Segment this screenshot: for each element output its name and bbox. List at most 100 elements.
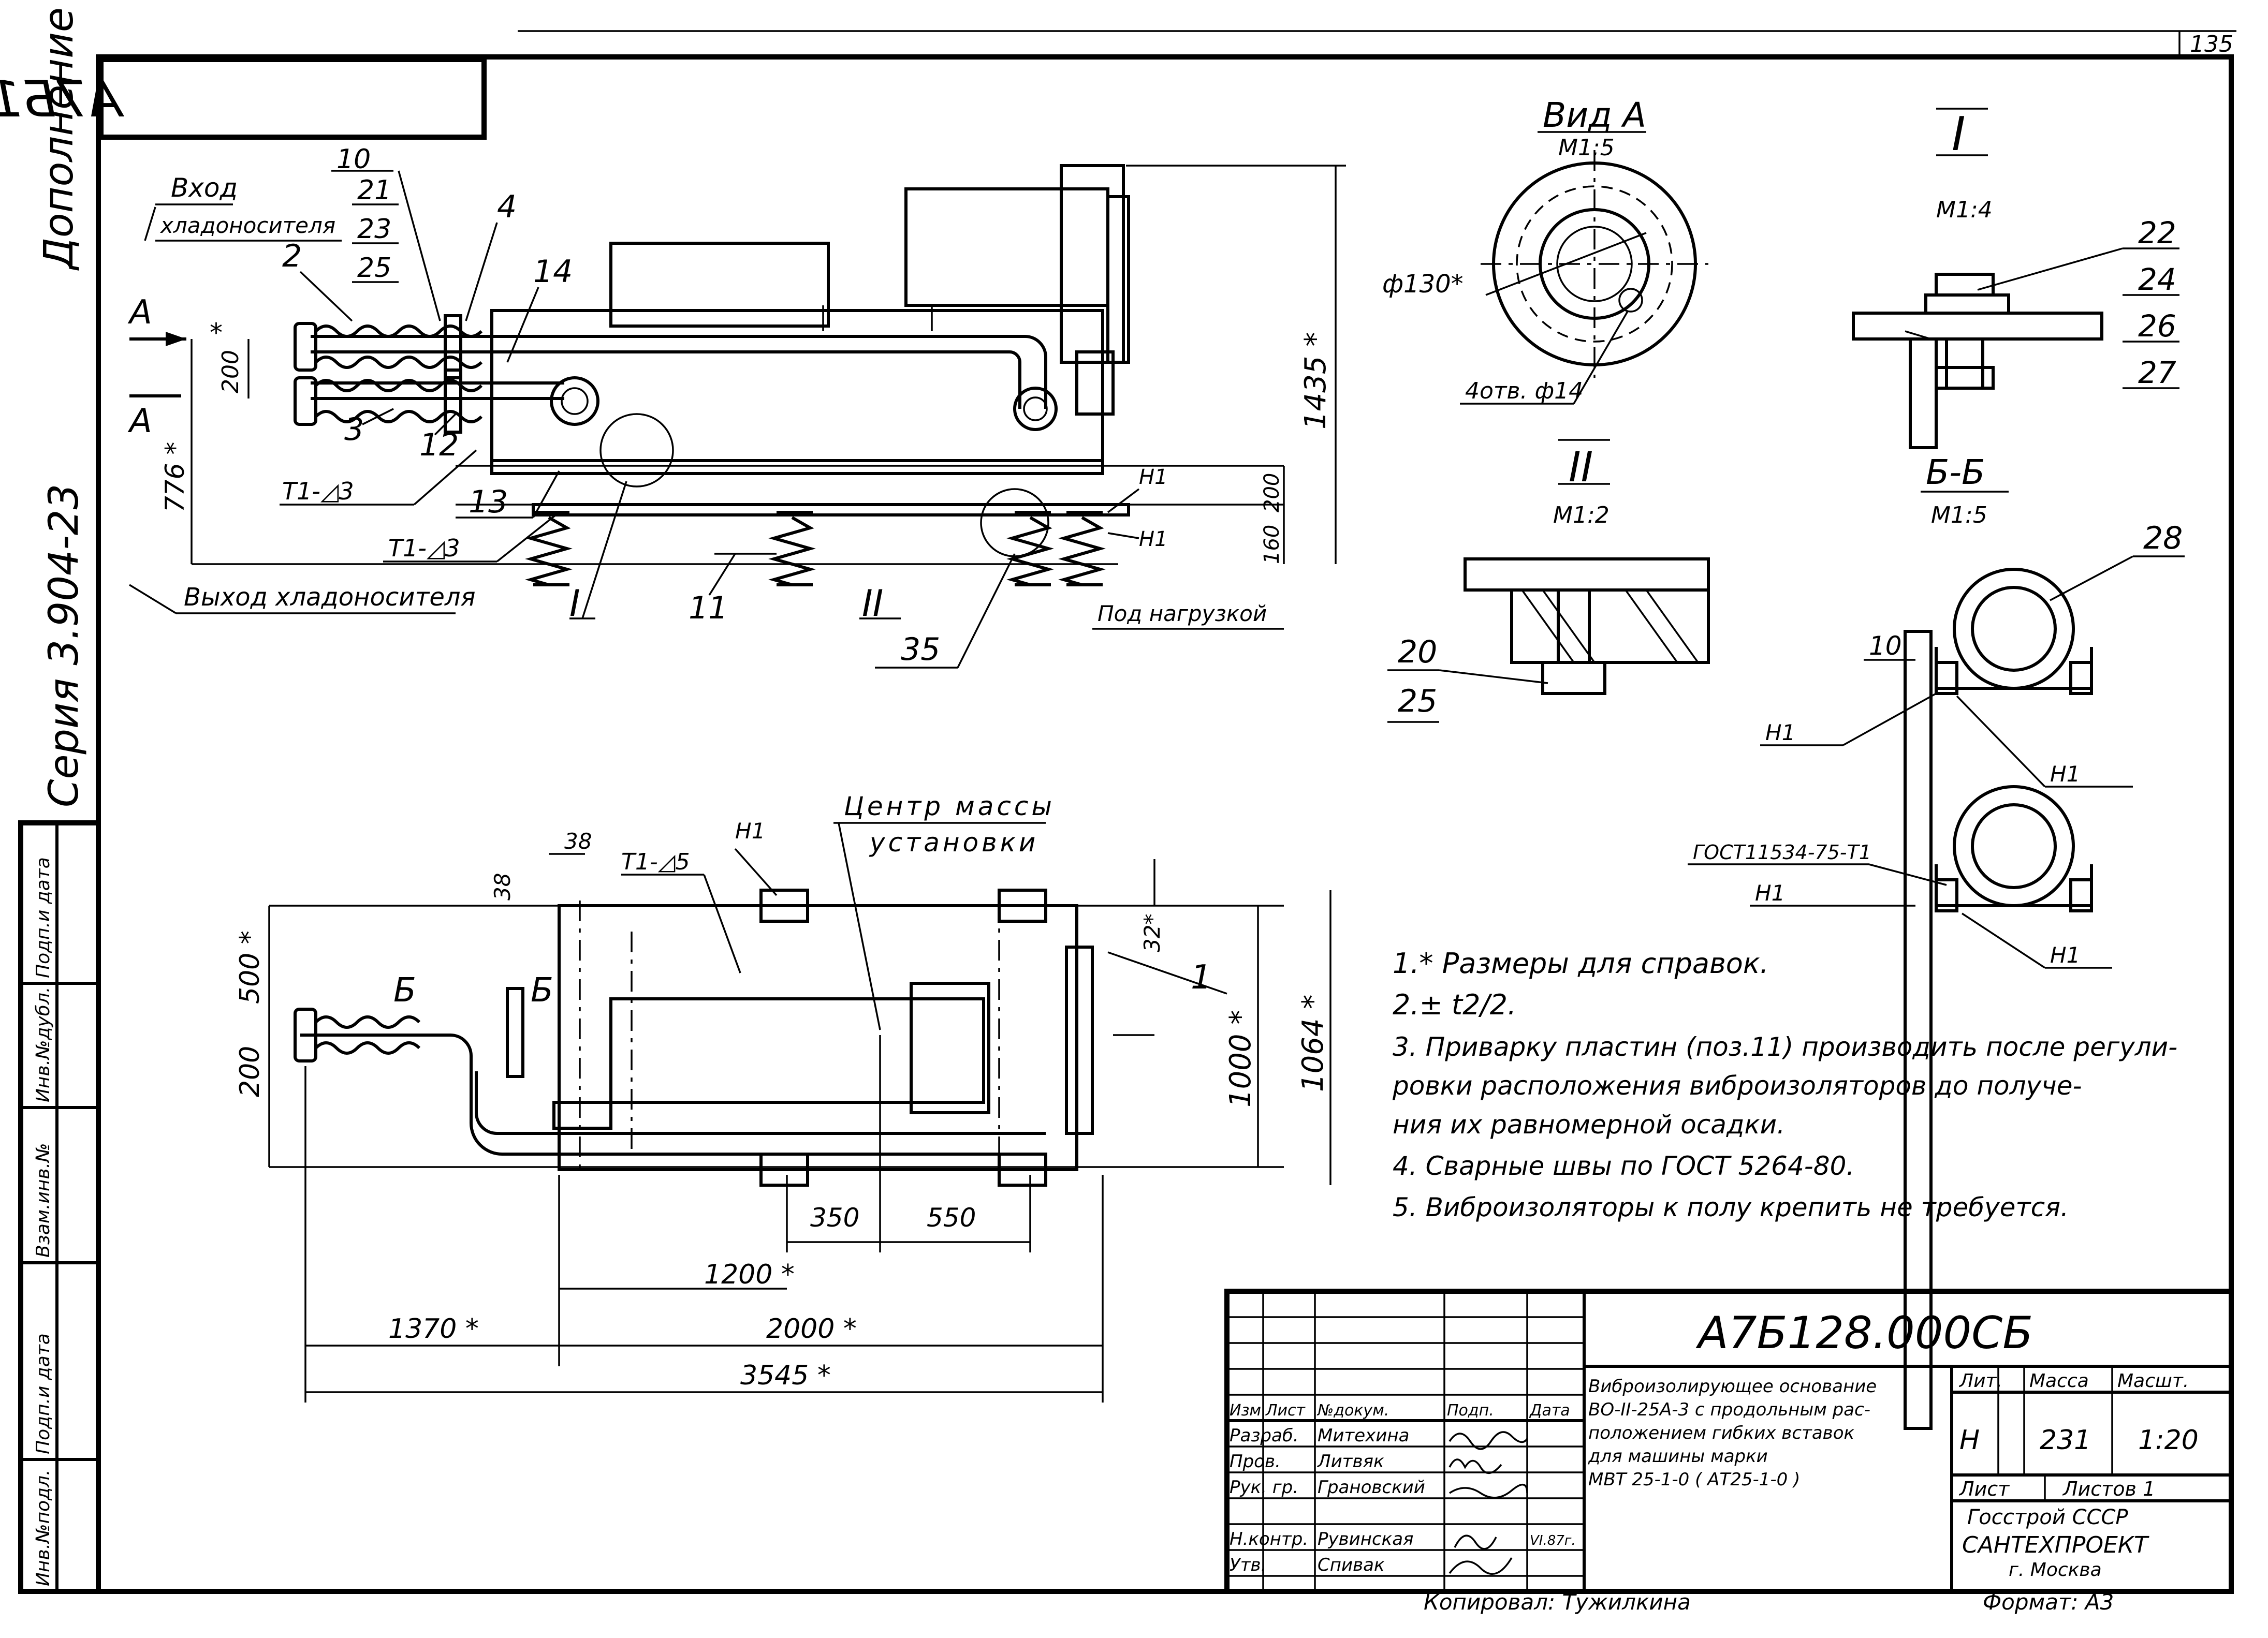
dim-500: 500 * (235, 931, 266, 1004)
pos-3: 3 (344, 411, 364, 448)
tb-name-line-2: ВО-II-25А-3 с продольным рас- (1588, 1399, 1870, 1420)
signature-3 (1449, 1484, 1528, 1499)
base-plate-upper (490, 459, 1104, 475)
center-mass-label: Центр массы (844, 791, 1055, 821)
tb-name-6: Спивак (1318, 1555, 1385, 1575)
detail-i-pos-26: 26 (2138, 308, 2176, 344)
view-a: Вид А М1:5 ф130* 4отв. ф14 (1382, 95, 1708, 405)
detail-ii: II М1:2 20 25 (1387, 439, 1710, 723)
section-b-b: Б-Б М1:5 28 10 Н1 Н1 ГОСТ11534-75-Т1 Н1 … (1688, 452, 2185, 1430)
upper-pipe (311, 335, 1047, 409)
section-b-mark-2: Б (531, 971, 553, 1010)
plan-pos-1: 1 (1191, 958, 1212, 997)
view-a-title: Вид А (1543, 95, 1646, 135)
h1-mark-1: Н1 (1139, 465, 1168, 489)
tb-sheets: Листов 1 (2062, 1478, 2155, 1500)
tb-copied: Копировал: Тужилкина (1424, 1589, 1691, 1615)
dim-550: 550 (927, 1203, 976, 1233)
signature-5 (1454, 1534, 1497, 1550)
view-a-holes: 4отв. ф14 (1465, 378, 1583, 404)
tb-role-2: Пров. (1230, 1451, 1281, 1472)
tb-name-3: Грановский (1318, 1477, 1425, 1498)
section-bb-scale: М1:5 (1931, 502, 1987, 528)
motor-cover (609, 242, 830, 328)
tb-sheet: Лист (1958, 1478, 2010, 1500)
side-box-3: Взам.инв.№ (33, 1143, 54, 1258)
dim-200-base: 200 (1260, 473, 1284, 512)
pos-13: 13 (469, 484, 508, 520)
outlet-label: Выход хладоносителя (184, 583, 475, 612)
side-box-4: Подп.и дата (33, 1333, 54, 1454)
dim-2000: 2000 * (766, 1314, 857, 1345)
weld-mark-2: Т1-◿3 (388, 534, 460, 562)
side-box-5: Инв.№подл. (33, 1470, 54, 1586)
mirrored-code-box (98, 57, 487, 140)
pos-35: 35 (901, 631, 940, 668)
view-a-scale: М1:5 (1558, 135, 1615, 161)
tb-scale-value: 1:20 (2138, 1425, 2199, 1456)
tb-name-line-4: для машины марки (1588, 1446, 1768, 1467)
plan-weld-mark: Т1-◿5 (621, 849, 690, 875)
load-label: Под нагрузкой (1098, 601, 1267, 626)
section-bb-h1-a: Н1 (1765, 720, 1795, 745)
dim-160-base: 160 (1260, 525, 1284, 564)
section-a-mark-1: А (127, 293, 152, 332)
position-stack: 10 21 23 25 (331, 144, 441, 321)
pos-2: 2 (282, 238, 302, 274)
tb-name-2: Литвяк (1316, 1451, 1384, 1472)
tb-org-2: САНТЕХПРОЕКТ (1962, 1532, 2149, 1558)
note-4: 4. Сварные швы по ГОСТ 5264-80. (1393, 1151, 1854, 1181)
detail-i-pos-24: 24 (2138, 262, 2176, 297)
center-mass-label-2: установки (869, 828, 1038, 858)
detail-i: I М1:4 22 24 26 27 (1852, 107, 2179, 449)
view-a-diameter: ф130* (1382, 270, 1464, 299)
tb-name-line-5: МВТ 25-1-0 ( АТ25-1-0 ) (1588, 1469, 1800, 1490)
tb-code: А7Б128.000СБ (1695, 1307, 2033, 1359)
drawing-frame (96, 54, 2234, 1594)
title-block: Изм Лист №докум. Подп. Дата Разраб. Мите… (1224, 1289, 2234, 1615)
note-1: 1.* Размеры для справок. (1393, 947, 1769, 980)
plan-motor (609, 997, 985, 1104)
tb-col-izm: Изм (1230, 1401, 1261, 1420)
section-bb-h1-d: Н1 (2050, 942, 2080, 968)
dim-3545: 3545 * (740, 1360, 831, 1391)
note-5: 5. Виброизоляторы к полу крепить не треб… (1393, 1192, 2069, 1222)
plan-h1: Н1 (735, 818, 765, 844)
signature-6 (1448, 1557, 1513, 1575)
inlet-label-2: хладоносителя (159, 213, 335, 238)
dim-350: 350 (810, 1203, 859, 1233)
note-3c: ния их равномерной осадки. (1393, 1110, 1785, 1140)
pos-23: 23 (357, 214, 391, 245)
flexible-hoses (294, 314, 483, 434)
lower-pipe (311, 381, 564, 400)
tb-lit-header: Лит. (1958, 1370, 2002, 1392)
tb-role-5: Н.контр. (1230, 1529, 1308, 1550)
unit-frame (490, 309, 1104, 462)
pos-10: 10 (336, 144, 371, 175)
tb-mass-header: Масса (2029, 1370, 2089, 1392)
tb-mass-value: 231 (2040, 1425, 2091, 1456)
pos-25: 25 (357, 253, 391, 284)
side-box-1: Подп.и дата (33, 857, 54, 978)
detail-ii-scale: М1:2 (1553, 502, 1609, 528)
tb-lit-value: Н (1959, 1425, 1980, 1456)
detail-II-callout (980, 488, 1049, 557)
tb-col-doc: №докум. (1316, 1401, 1389, 1420)
tb-col-sign: Подп. (1447, 1401, 1494, 1420)
tb-name-1: Митехина (1318, 1425, 1409, 1446)
dim-32: 32* (1139, 914, 1165, 952)
motor-body (904, 187, 1109, 307)
star-mark: * (210, 318, 223, 348)
note-3: 3. Приварку пластин (поз.11) производить… (1393, 1032, 2177, 1062)
tb-date-5: VI.87г. (1530, 1533, 1576, 1548)
signature-2 (1448, 1458, 1502, 1474)
note-2: 2.± t2/2. (1393, 988, 1516, 1021)
tb-role-3: Рук. гр. (1230, 1477, 1298, 1498)
roman-I: I (569, 582, 580, 625)
detail-i-scale: М1:4 (1936, 197, 1993, 223)
dim-200-side: 200 (217, 350, 244, 393)
pos-4: 4 (497, 189, 517, 225)
tb-org-1: Госстрой СССР (1967, 1506, 2128, 1529)
h1-mark-2: Н1 (1139, 527, 1168, 551)
detail-ii-pos-25: 25 (1398, 683, 1437, 719)
